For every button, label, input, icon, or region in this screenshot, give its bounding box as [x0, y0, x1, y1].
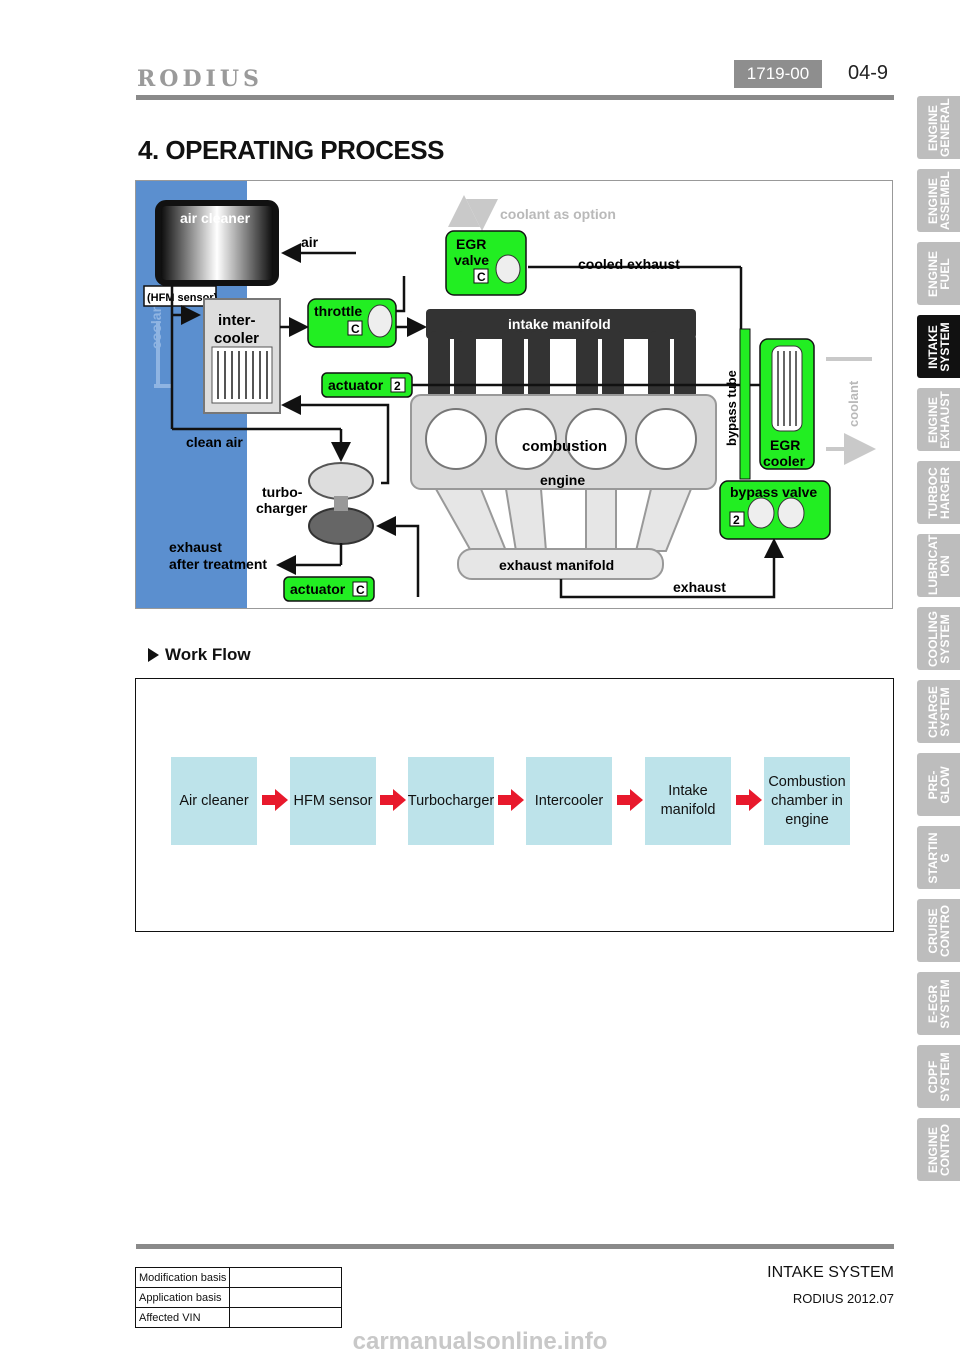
bypass-valve-mark: 2 — [733, 513, 740, 527]
tab-e-egr-system[interactable]: E-EGR SYSTEM — [917, 972, 960, 1035]
coolant-right-label: coolant — [846, 380, 861, 427]
hfm-sensor-label: (HFM sensor) — [147, 292, 218, 304]
bypass-tube-label: bypass tube — [724, 370, 739, 446]
tab-cruise-control[interactable]: CRUISE CONTRO — [917, 899, 960, 962]
intake-manifold-label: intake manifold — [508, 316, 611, 332]
flow-arrow-icon — [380, 789, 406, 811]
meta-value — [229, 1287, 343, 1308]
page-number: 04-9 — [848, 62, 889, 84]
actuator-bottom — [283, 576, 375, 602]
tab-lubrication[interactable]: LUBRICAT ION — [917, 534, 960, 597]
exhaust-after-label-1: exhaust — [169, 539, 222, 555]
bypass-valve — [719, 480, 831, 540]
meta-value — [229, 1267, 343, 1288]
air-label: air — [301, 234, 319, 250]
engine-block — [410, 394, 717, 490]
meta-value — [229, 1307, 343, 1328]
flow-arrow-icon — [617, 789, 643, 811]
flow-step-intake-manifold: Intake manifold — [645, 757, 731, 845]
flow-step-turbocharger: Turbocharger — [408, 757, 494, 845]
tab-pre-glow[interactable]: PRE- GLOW — [917, 753, 960, 816]
clean-air-label: clean air — [186, 434, 243, 450]
intercooler-label-2: cooler — [214, 330, 259, 347]
throttle-label: throttle — [314, 303, 362, 319]
meta-label: Affected VIN — [134, 1307, 231, 1328]
intake-manifold — [426, 309, 696, 339]
triangle-bullet-icon — [148, 648, 159, 662]
bypass-valve-label: bypass valve — [730, 484, 817, 500]
tab-engine-general[interactable]: ENGINE GENERAL — [917, 96, 960, 159]
brand-logo: RODIUS — [137, 66, 263, 92]
tab-charge-system[interactable]: CHARGE SYSTEM — [917, 680, 960, 743]
hfm-sensor — [143, 285, 217, 307]
tab-starting[interactable]: STARTIN G — [917, 826, 960, 889]
air-cleaner — [155, 200, 279, 286]
intake-system-diagram: coolant air cleaner air (HFM sensor) int… — [135, 180, 893, 609]
work-flow-heading: Work Flow — [148, 645, 251, 665]
tab-cooling-system[interactable]: COOLING SYSTEM — [917, 607, 960, 670]
page-title: 4. OPERATING PROCESS — [138, 135, 444, 165]
exhaust-manifold-label: exhaust manifold — [499, 557, 614, 573]
tab-engine-assembly[interactable]: ENGINE ASSEMBL — [917, 169, 960, 232]
flow-step-combustion-chamber: Combustion chamber in engine — [764, 757, 850, 845]
meta-label: Modification basis — [134, 1267, 231, 1288]
watermark: carmanualsonline.info — [352, 1328, 608, 1355]
throttle-mark: C — [351, 322, 360, 336]
actuator-top-label: actuator — [328, 377, 384, 393]
tab-engine-fuel[interactable]: ENGINE FUEL — [917, 242, 960, 305]
air-cleaner-label: air cleaner — [180, 210, 251, 226]
footer-rule — [136, 1244, 894, 1249]
meta-label: Application basis — [134, 1287, 231, 1308]
flow-step-intercooler: Intercooler — [526, 757, 612, 845]
flow-arrow-icon — [498, 789, 524, 811]
tab-engine-exhaust[interactable]: ENGINE EXHAUST — [917, 388, 960, 451]
turbo-turbine — [308, 507, 374, 545]
turbocharger-label-1: turbo- — [262, 484, 303, 500]
flow-step-air-cleaner: Air cleaner — [171, 757, 257, 845]
cooled-exhaust-label: cooled exhaust — [578, 256, 680, 272]
section-code-badge: 1719-00 — [734, 60, 822, 88]
egr-cooler-label-2: cooler — [763, 453, 806, 469]
actuator-bottom-mark: C — [356, 583, 365, 597]
engine-label: engine — [540, 472, 585, 488]
header-rule — [136, 95, 894, 100]
footer-subtitle: RODIUS 2012.07 — [792, 1291, 894, 1306]
egr-cooler-label-1: EGR — [770, 437, 800, 453]
tab-engine-control[interactable]: ENGINE CONTRO — [917, 1118, 960, 1181]
exhaust-label: exhaust — [673, 579, 726, 595]
egr-valve-mark: C — [477, 270, 486, 284]
combustion-label: combustion — [522, 438, 607, 455]
intercooler-label-1: inter- — [218, 312, 256, 329]
tab-turbocharger[interactable]: TURBOC HARGER — [917, 461, 960, 524]
actuator-bottom-label: actuator — [290, 581, 346, 597]
flow-arrow-icon — [736, 789, 762, 811]
revision-table: Modification basis Application basis Aff… — [134, 1267, 343, 1328]
flow-arrow-icon — [262, 789, 288, 811]
footer-title: INTAKE SYSTEM — [767, 1264, 894, 1281]
egr-valve-label-1: EGR — [456, 236, 486, 252]
tab-intake-system[interactable]: INTAKE SYSTEM — [917, 315, 960, 378]
flow-step-hfm-sensor: HFM sensor — [290, 757, 376, 845]
tab-cdpf-system[interactable]: CDPF SYSTEM — [917, 1045, 960, 1108]
turbo-compressor — [308, 462, 374, 500]
turbocharger-label-2: charger — [256, 500, 308, 516]
egr-valve-label-2: valve — [454, 252, 489, 268]
actuator-top-mark: 2 — [394, 379, 401, 393]
work-flow-panel: Air cleaner HFM sensor Turbocharger Inte… — [135, 678, 894, 932]
exhaust-after-label-2: after treatment — [169, 556, 267, 572]
coolant-option-label: coolant as option — [500, 206, 616, 222]
